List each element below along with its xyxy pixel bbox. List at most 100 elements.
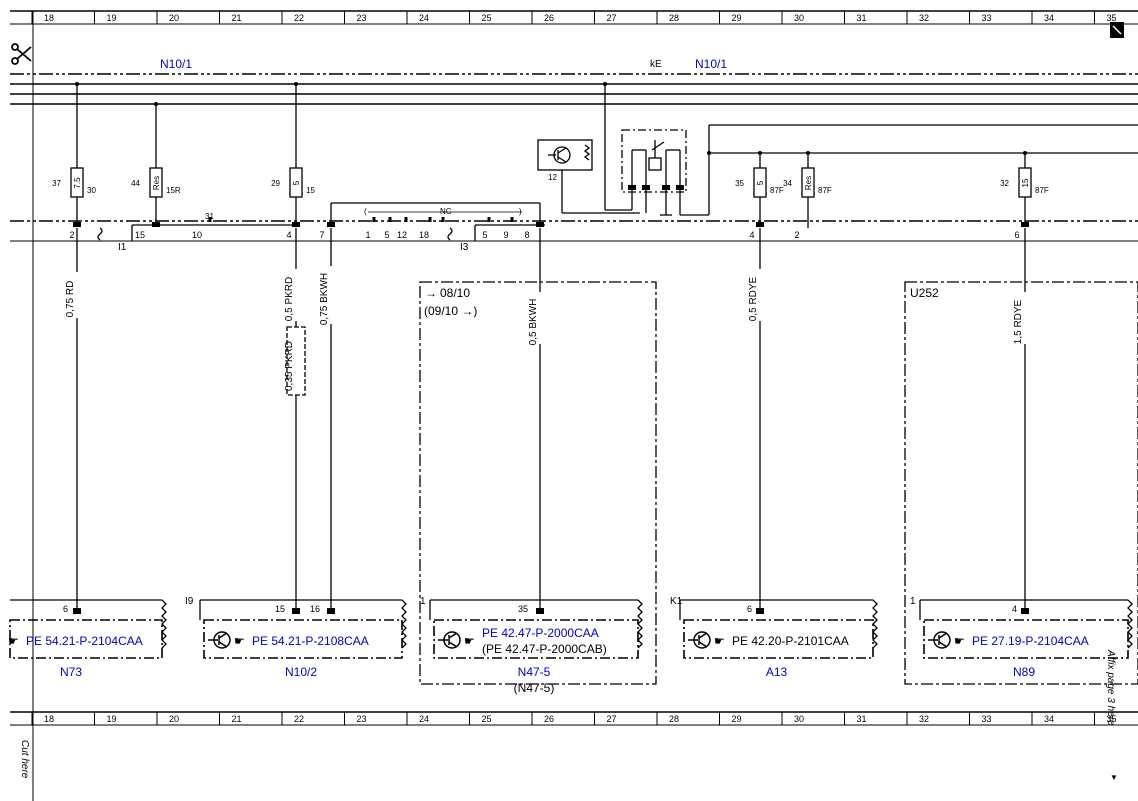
connector-pin: 2: [794, 230, 799, 240]
pin-mark: [428, 217, 432, 222]
svg-text:(: (: [364, 207, 367, 216]
wire-label-w4: 0,5 BKWH: [528, 299, 539, 346]
fuse-rating: 5: [756, 180, 765, 185]
ruler-number-bottom: 30: [794, 714, 804, 724]
component-tag: K1: [670, 596, 683, 607]
component-id: A13: [766, 665, 788, 679]
component-pin: 4: [1012, 604, 1017, 614]
connector-terminal: [536, 222, 544, 227]
fuse-rating: 7.5: [73, 177, 82, 189]
connector-block: [10, 202, 1138, 242]
component-pin: 6: [747, 604, 752, 614]
component-pin: 16: [310, 604, 320, 614]
ruler-number-bottom: 23: [357, 714, 367, 724]
fuse-number: 35: [735, 179, 744, 188]
ruler-number-bottom: 18: [44, 714, 54, 724]
wire-label-w1: 0,75 RD: [65, 281, 76, 318]
component-id: N73: [60, 665, 82, 679]
bus-label-n10-left: N10/1: [160, 57, 192, 71]
pin-mark: [208, 217, 212, 222]
ruler-number-bottom: 31: [857, 714, 867, 724]
pointing-hand-icon: ☛: [714, 634, 725, 648]
connector-pin: 1: [365, 230, 370, 240]
ruler-number-bottom: 20: [169, 714, 179, 724]
fuse-number: 37: [52, 179, 61, 188]
ruler-number-top: 25: [482, 13, 492, 23]
fuse-number: 44: [131, 179, 140, 188]
wire-label-w6: 1,5 RDYE: [1013, 299, 1024, 344]
connector-pin: 4: [749, 230, 754, 240]
connector-pin: 15: [135, 230, 145, 240]
fuse-rating: Res: [804, 176, 813, 190]
fuse-rating: 15: [1021, 178, 1030, 187]
u252-label: U252: [910, 286, 939, 300]
label-31: 31: [205, 212, 214, 221]
wire-label-w2b: 0,35 PKRD: [284, 341, 295, 391]
component-reference-alt[interactable]: (PE 42.47-P-2000CAB): [482, 642, 607, 656]
ruler-number-bottom: 24: [419, 714, 429, 724]
ruler-number-bottom: 22: [294, 714, 304, 724]
pin-mark: [441, 217, 445, 222]
connector-pin: 7: [319, 230, 324, 240]
connector-pin: 2: [69, 230, 74, 240]
component-reference-link[interactable]: PE 42.47-P-2000CAA: [482, 626, 599, 640]
connector-terminal: [756, 222, 764, 227]
ruler-number-top: 22: [294, 13, 304, 23]
affix-text: Affix page 3 here: [1105, 649, 1116, 726]
ruler-number-top: 34: [1044, 13, 1054, 23]
fuse-terminal: 15R: [166, 186, 181, 195]
connector-terminal: [1021, 222, 1029, 227]
ruler-number-bottom: 21: [232, 714, 242, 724]
pointing-hand-icon: ☛: [8, 634, 19, 648]
wire-label-w3: 0,75 BKWH: [319, 273, 330, 325]
connector-pin: 12: [397, 230, 407, 240]
relay-transistor-symbol: [537, 139, 640, 214]
component-pin: 6: [63, 604, 68, 614]
ruler-number-top: 30: [794, 13, 804, 23]
connector-pin: 5: [482, 230, 487, 240]
relay-box: [621, 129, 709, 216]
ruler-number-bottom: 32: [919, 714, 929, 724]
component-reference-link[interactable]: PE 54.21-P-2104CAA: [26, 634, 143, 648]
connector-i1: I1: [118, 242, 127, 253]
ruler-number-top: 28: [669, 13, 679, 23]
ruler-number-top: 19: [107, 13, 117, 23]
connector-terminal: [152, 222, 160, 227]
ruler-number-top: 24: [419, 13, 429, 23]
relay-pin-12: 12: [548, 173, 557, 182]
bottom-ruler: [10, 711, 1138, 726]
svg-text:): ): [519, 207, 522, 216]
fuse-35: 35 5 87F: [735, 167, 784, 198]
component-id: N89: [1013, 665, 1035, 679]
connector-i3: I3: [460, 242, 469, 253]
component-tag: I9: [185, 596, 194, 607]
connector-pin: 10: [192, 230, 202, 240]
component-reference-link[interactable]: PE 27.19-P-2104CAA: [972, 634, 1089, 648]
ruler-number-top: 29: [732, 13, 742, 23]
component-reference-link[interactable]: PE 42.20-P-2101CAA: [732, 634, 849, 648]
variant-region-box: [419, 281, 657, 685]
page-corner-icon: [1110, 22, 1124, 38]
fuse-terminal: 87F: [770, 186, 784, 195]
connector-pin: 18: [419, 230, 429, 240]
fuse-number: 29: [271, 179, 280, 188]
pin-mark: [372, 217, 376, 222]
wire-label-w5: 0,5 RDYE: [748, 276, 759, 321]
component-id: N47-5: [518, 665, 551, 679]
component-n73: 6 ☛ PE 54.21-P-2104CAA N73: [8, 599, 167, 679]
bus-label-n10-right: N10/1: [695, 57, 727, 71]
pin-mark: [404, 217, 408, 222]
ruler-number-top: 26: [544, 13, 554, 23]
ruler-number-bottom: 26: [544, 714, 554, 724]
component-reference-link[interactable]: PE 54.21-P-2108CAA: [252, 634, 369, 648]
connector-pin: 5: [384, 230, 389, 240]
nc-label: NC: [440, 207, 452, 216]
ruler-number-bottom: 25: [482, 714, 492, 724]
wire-label-w2: 0,5 PKRD: [284, 277, 295, 321]
component-a13: 6 K1 ☛ PE 42.20-P-2101CAA A13: [670, 596, 878, 679]
